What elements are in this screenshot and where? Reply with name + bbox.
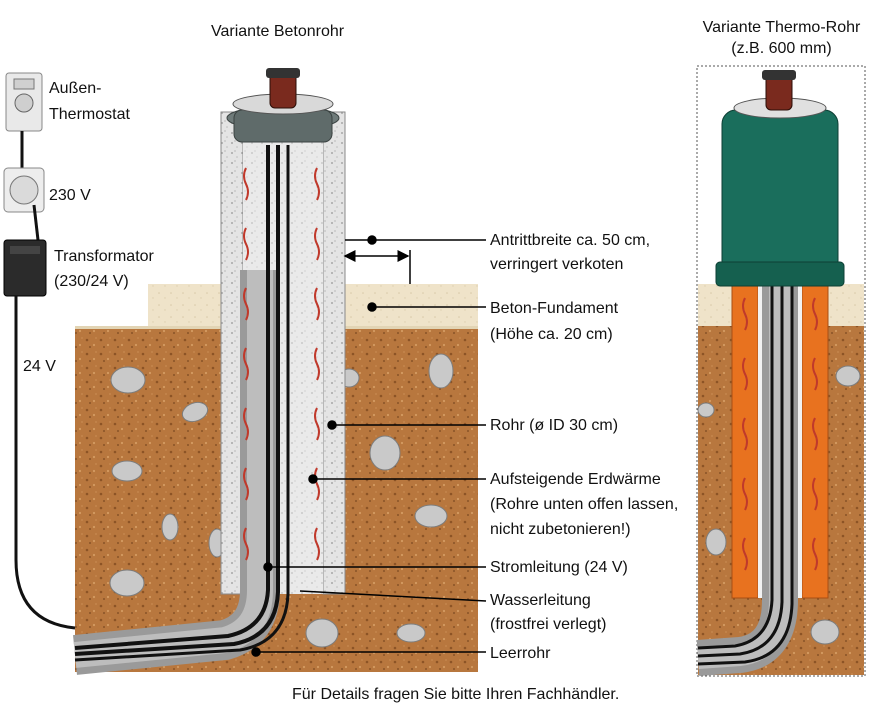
label-empty-pipe: Leerrohr — [490, 645, 551, 662]
label-water-line-2: (frostfrei verlegt) — [490, 616, 607, 633]
label-heat-3: nicht zubetonieren!) — [490, 521, 631, 538]
footer-note: Für Details fragen Sie bitte Ihren Fachh… — [292, 686, 620, 703]
label-water-line-1: Wasserleitung — [490, 592, 591, 609]
label-transformer-2: (230/24 V) — [54, 273, 129, 290]
concrete-pipe-wall-left — [220, 111, 244, 595]
title-concrete-variant: Variante Betonrohr — [211, 23, 345, 40]
label-pipe: Rohr (ø ID 30 cm) — [490, 417, 619, 434]
title-thermo-variant: Variante Thermo-Rohr — [702, 19, 861, 36]
transformer-box — [3, 239, 47, 297]
thermo-pipe-body — [715, 70, 845, 287]
power-line-left — [74, 145, 280, 656]
label-thermostat-2: Thermostat — [49, 106, 130, 123]
low-voltage-cable — [14, 296, 76, 630]
hydrant-cap-left — [226, 68, 340, 143]
heat-arrows-right — [742, 297, 818, 571]
label-foundation-1: Beton-Fundament — [490, 300, 619, 317]
title-thermo-variant-size: (z.B. 600 mm) — [731, 40, 832, 57]
callout-lines — [251, 235, 487, 657]
label-heat-1: Aufsteigende Erdwärme — [490, 471, 661, 488]
label-power-line: Stromleitung (24 V) — [490, 559, 628, 576]
label-step-width-2: verringert verkoten — [490, 256, 624, 273]
heat-arrows-left — [243, 167, 320, 561]
label-low-voltage: 24 V — [23, 358, 56, 375]
label-thermostat-1: Außen- — [49, 80, 102, 97]
thermo-pipe-wall-left — [731, 281, 759, 599]
label-foundation-2: (Höhe ca. 20 cm) — [490, 326, 613, 343]
water-line-left — [74, 145, 270, 650]
outdoor-thermostat — [5, 72, 43, 132]
concrete-pipe-wall-right — [322, 111, 346, 595]
label-socket: 230 V — [49, 187, 91, 204]
step-width-dimension — [343, 239, 411, 284]
label-transformer-1: Transformator — [54, 248, 154, 265]
rocks-right — [697, 365, 861, 645]
wall-socket — [3, 167, 45, 213]
thermo-variant-frame — [696, 65, 866, 677]
label-step-width-1: Antrittbreite ca. 50 cm, — [490, 232, 651, 249]
label-heat-2: (Rohre unten offen lassen, — [490, 496, 679, 513]
